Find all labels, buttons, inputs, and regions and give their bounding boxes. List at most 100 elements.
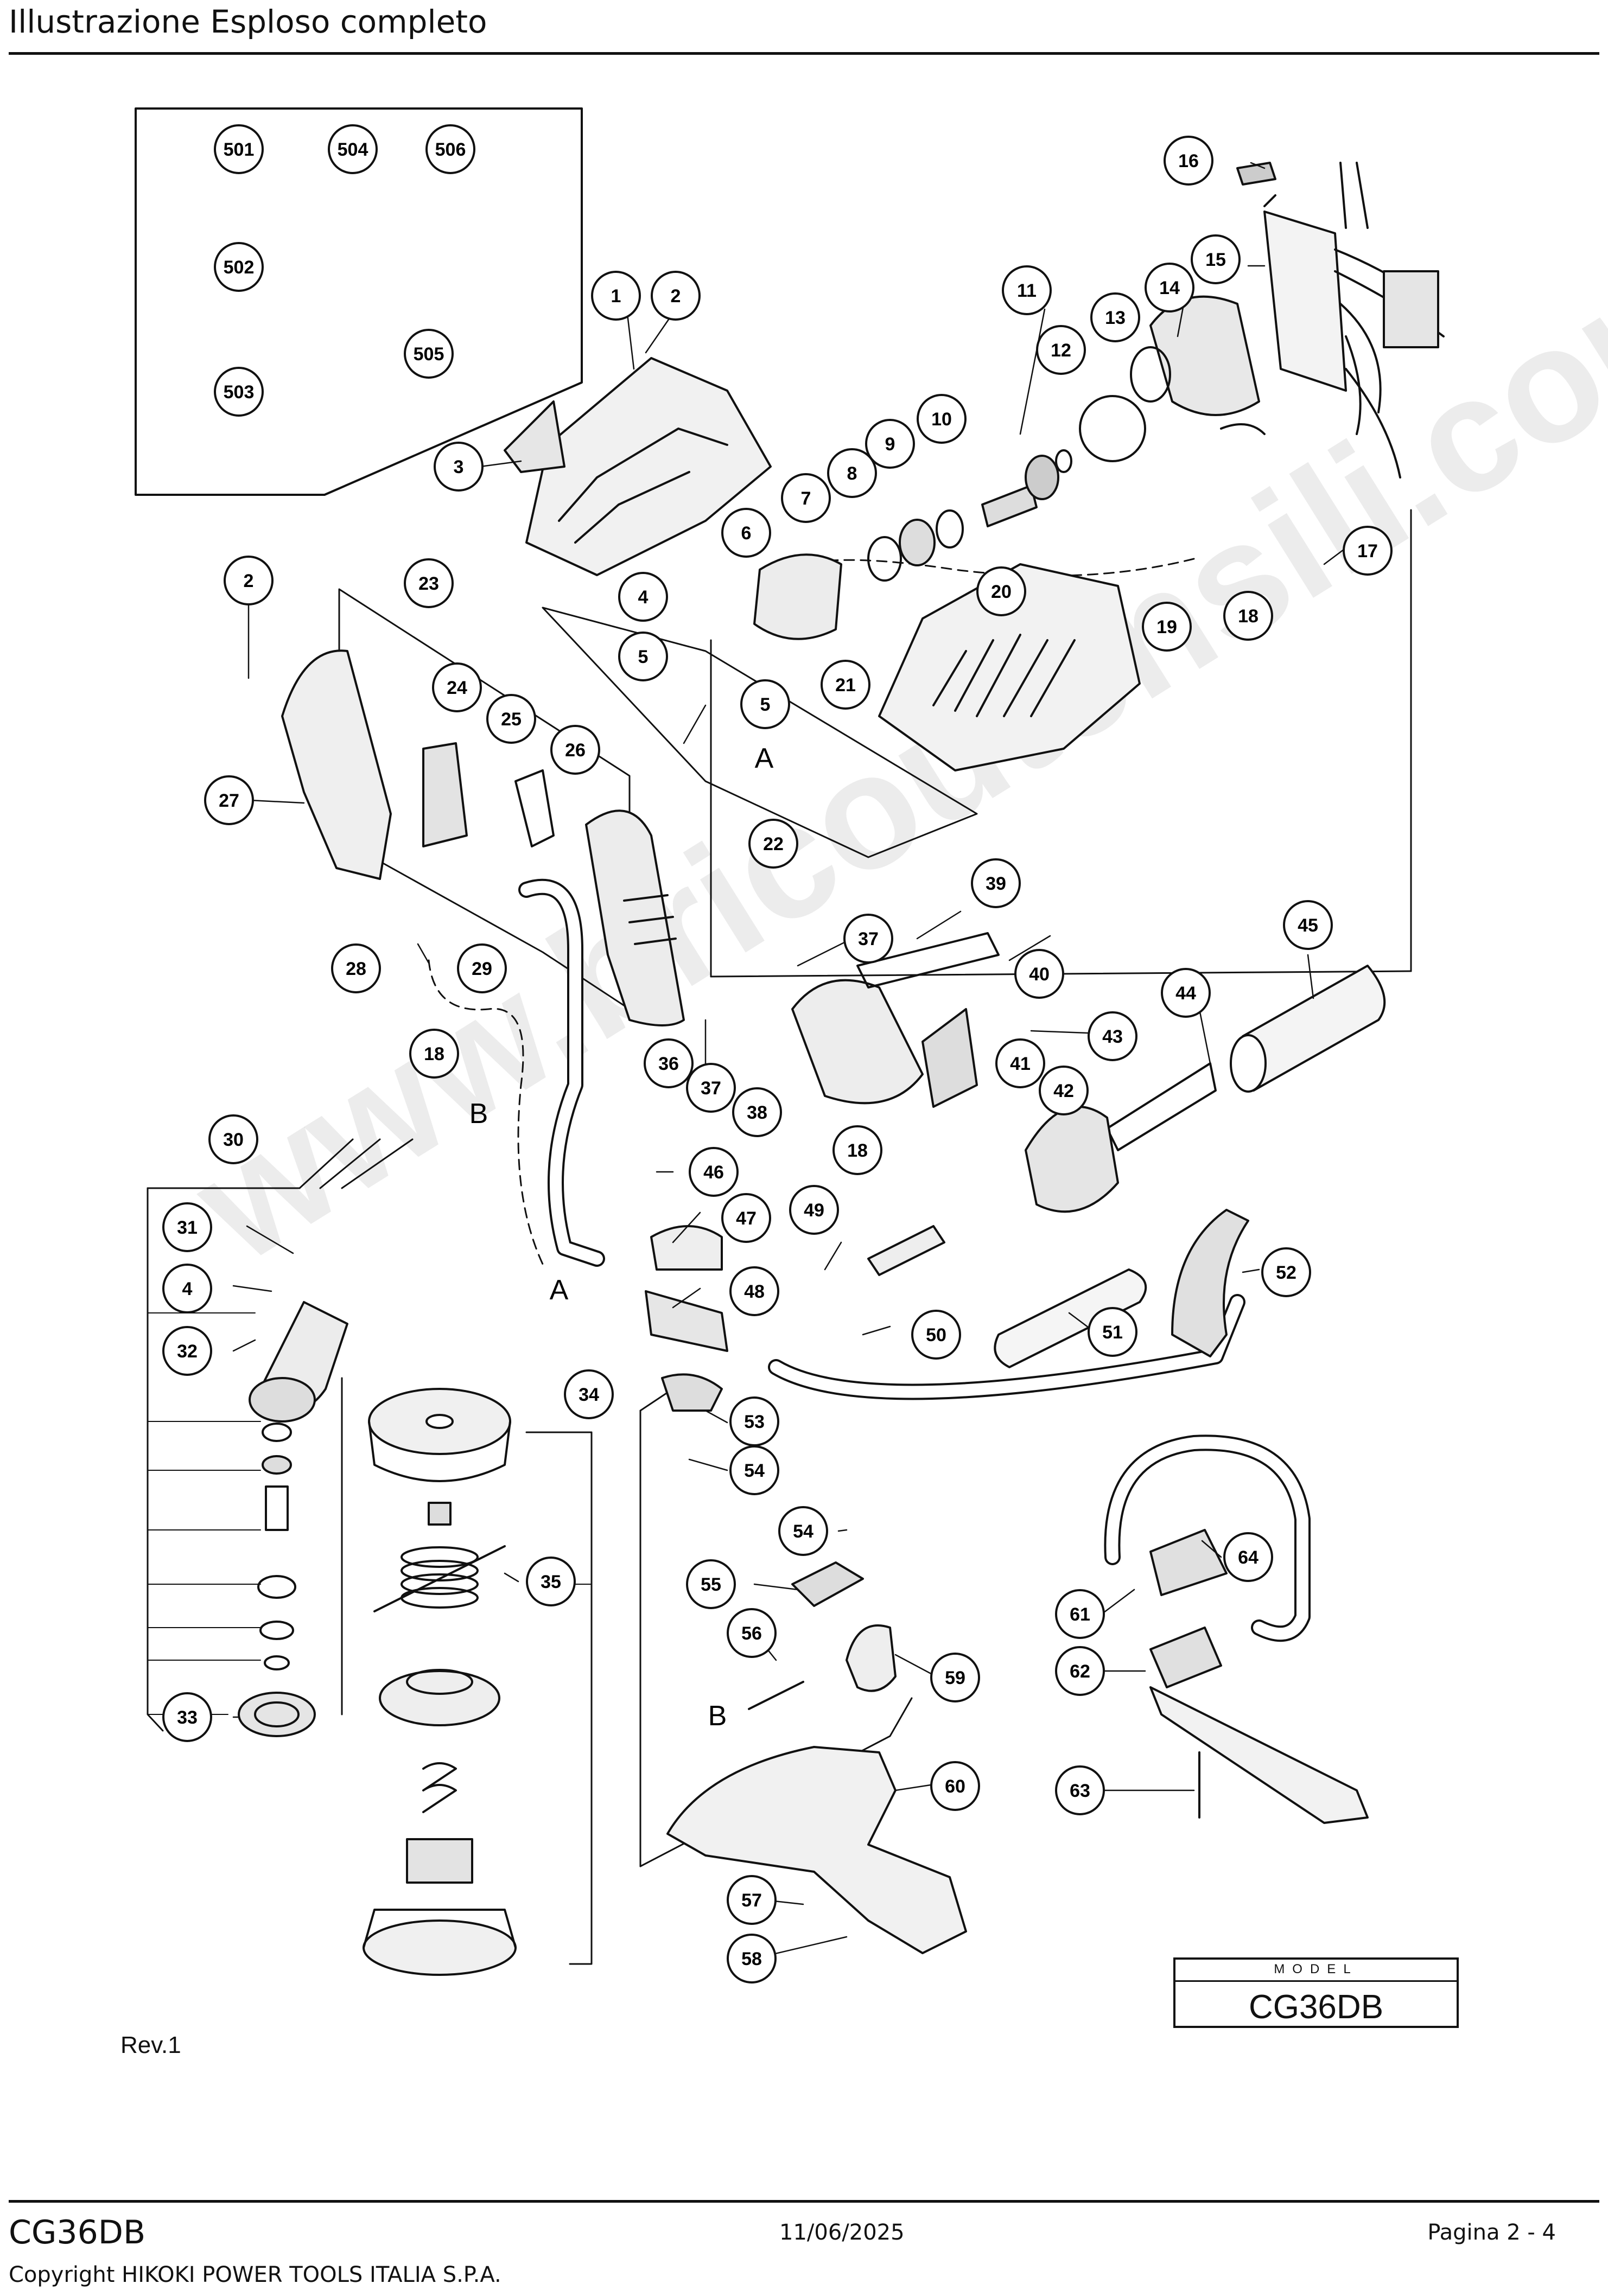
- callout-circle-c32: [162, 1326, 212, 1376]
- callout-circle-c505: [404, 329, 454, 379]
- callout-circle-c30: [208, 1114, 258, 1164]
- line-spool-spring: [401, 1546, 479, 1609]
- callout-label-c22: 22: [763, 834, 784, 854]
- callout-circle-c1: [591, 271, 641, 321]
- callout-label-c48: 48: [744, 1281, 765, 1302]
- callout-label-c19: 19: [1156, 617, 1177, 637]
- callout-label-c18c: 18: [847, 1140, 868, 1161]
- callout-circle-c17: [1343, 526, 1393, 576]
- callout-circle-c4a: [618, 572, 668, 622]
- callout-circle-c502: [214, 242, 264, 292]
- callout-circle-c11: [1002, 265, 1052, 315]
- callout-circle-c3: [434, 442, 484, 492]
- callout-circle-c12: [1036, 325, 1086, 375]
- callout-label-c28: 28: [346, 959, 366, 979]
- callout-label-c10: 10: [931, 409, 952, 430]
- callout-label-c1: 1: [611, 286, 621, 307]
- callout-label-c59: 59: [945, 1668, 965, 1688]
- callout-circle-c4b: [162, 1264, 212, 1313]
- accessories-box: [135, 107, 583, 496]
- callout-label-c38: 38: [747, 1102, 767, 1123]
- handle-bracket-arm: [1149, 1686, 1369, 1824]
- callout-circle-c34: [564, 1369, 614, 1419]
- callout-circle-c38: [732, 1087, 782, 1137]
- callout-label-c12: 12: [1051, 340, 1071, 361]
- housing-half: [525, 357, 772, 576]
- callout-label-c5b: 5: [760, 694, 771, 715]
- callout-circle-c501: [214, 124, 264, 174]
- callout-group: [162, 124, 1393, 1984]
- callout-label-c3: 3: [454, 457, 464, 477]
- callout-circle-c63: [1055, 1765, 1105, 1815]
- callout-circle-c14: [1145, 263, 1194, 312]
- callout-label-c40: 40: [1029, 964, 1050, 985]
- callout-label-c24: 24: [447, 678, 467, 698]
- model-box: MODEL CG36DB: [1173, 1957, 1459, 2028]
- callout-circle-c19: [1142, 602, 1192, 652]
- callout-label-c56: 56: [741, 1623, 762, 1644]
- callout-label-c63: 63: [1070, 1781, 1090, 1801]
- callout-label-c47: 47: [736, 1208, 757, 1229]
- callout-circle-c25: [486, 694, 536, 744]
- callout-circle-c47: [721, 1193, 771, 1243]
- callout-label-c45: 45: [1298, 915, 1318, 936]
- callout-label-c55: 55: [701, 1574, 721, 1595]
- callout-circle-c2b: [224, 556, 274, 605]
- drive-shaft: [1106, 1062, 1217, 1151]
- header-divider: [9, 52, 1599, 55]
- callout-label-c501: 501: [224, 139, 255, 160]
- callout-circle-c49: [789, 1185, 839, 1235]
- front-handle-grip: [1171, 1209, 1249, 1357]
- callout-label-c34: 34: [579, 1385, 599, 1405]
- motor-part: [1149, 295, 1260, 416]
- callout-circle-c37b: [686, 1063, 736, 1113]
- motor-cover: [878, 563, 1141, 771]
- callout-label-c44: 44: [1175, 983, 1196, 1004]
- front-grip: [585, 809, 685, 1026]
- rear-handle: [281, 649, 392, 880]
- callout-circle-c43: [1088, 1011, 1137, 1061]
- callout-circle-c61: [1055, 1589, 1105, 1639]
- callout-circle-c42: [1039, 1066, 1089, 1115]
- connector-letter-B1: B: [469, 1098, 488, 1130]
- callout-label-c26: 26: [565, 740, 586, 761]
- connector-letter-A2: A: [550, 1274, 569, 1306]
- callout-circle-c62: [1055, 1646, 1105, 1696]
- callout-circle-c18c: [832, 1125, 882, 1175]
- callout-label-c505: 505: [414, 344, 444, 365]
- callout-label-c6: 6: [741, 523, 752, 544]
- callout-circle-c18a: [1223, 591, 1273, 641]
- model-label: MODEL: [1274, 1962, 1358, 1976]
- callout-circle-c8: [827, 448, 877, 498]
- callout-circle-c48: [729, 1266, 779, 1316]
- callout-circle-c37a: [843, 914, 893, 964]
- callout-label-c49: 49: [804, 1200, 824, 1221]
- callout-label-c506: 506: [435, 139, 466, 160]
- page-title: Illustrazione Esploso completo: [9, 3, 487, 40]
- revision-label: Rev.1: [120, 2032, 181, 2058]
- callout-label-c4a: 4: [638, 587, 649, 608]
- callout-circle-c504: [328, 124, 378, 174]
- callout-label-c502: 502: [224, 257, 255, 278]
- blade-guard: [666, 1746, 967, 1954]
- callout-label-c18a: 18: [1238, 606, 1259, 627]
- callout-circle-c26: [550, 725, 600, 775]
- callout-circle-c9: [865, 419, 915, 469]
- callout-circle-c36: [644, 1038, 694, 1088]
- callout-label-c8: 8: [847, 463, 857, 484]
- callout-label-c50: 50: [926, 1325, 946, 1345]
- gear-head: [791, 979, 924, 1105]
- callout-label-c31: 31: [177, 1217, 198, 1238]
- callout-circle-c5b: [740, 679, 790, 729]
- callout-label-c60: 60: [945, 1776, 965, 1797]
- callout-circle-c5a: [618, 632, 668, 681]
- callout-circle-c57: [727, 1875, 777, 1925]
- callout-circle-c15: [1191, 234, 1241, 284]
- callout-label-c39: 39: [986, 873, 1006, 894]
- callout-circle-c10: [917, 394, 967, 444]
- callout-label-c46: 46: [703, 1162, 724, 1183]
- callout-label-c58: 58: [741, 1949, 762, 1969]
- callout-label-c43: 43: [1102, 1026, 1123, 1047]
- callout-circle-c56: [727, 1608, 777, 1658]
